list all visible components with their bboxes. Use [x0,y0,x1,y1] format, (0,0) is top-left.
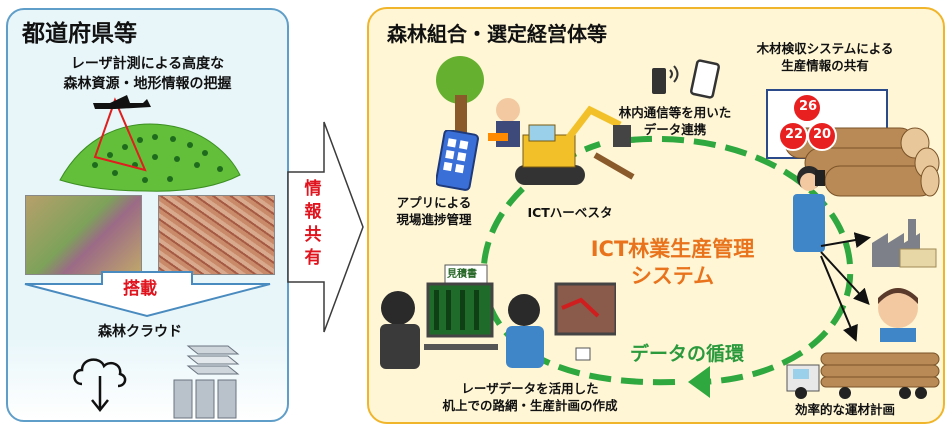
worker-with-smartphone-illustration [793,166,825,252]
timber-inspection-line2: 生産情報の共有 [781,58,869,73]
ict-harvester-label: ICTハーベスタ [527,205,613,220]
cloud-download-icon [73,358,127,413]
laser-planning-line2: 机上での路網・生産計画の作成 [442,398,618,413]
laser-scan-hill-illustration [59,95,241,192]
cooperative-title: 森林組合・選定経営体等 [387,22,607,46]
log-pile-illustration [766,89,940,197]
buyer-person-icon [878,288,918,342]
distribution-arrows [820,232,871,342]
info-share-char-1: 情 [304,179,322,199]
comm-label-line2: データ連携 [643,122,707,137]
wireless-devices-icon [652,59,720,99]
laser-planning-label: レーザデータを活用した 机上での路網・生産計画の作成 [415,380,645,414]
ict-system-line2: システム [630,264,715,288]
upload-arrow [24,271,271,318]
timber-inspection-label: 木材検収システムによる 生産情報の共有 [735,40,915,74]
forest-cloud-label: 森林クラウド [98,324,182,340]
transport-plan-label: 効率的な運材計画 [794,402,895,417]
terrain-relief-map [158,195,275,275]
log-truck-illustration [786,352,940,399]
estimate-label: 見積書 [447,269,477,280]
ict-system-line1: ICT林業生産管理 [590,237,755,261]
desk-planning-illustration [380,282,616,369]
progress-app-phone-icon [436,130,479,191]
laser-planning-line1: レーザデータを活用した [461,381,599,396]
info-share-arrow [287,121,364,333]
info-share-char-3: 共 [304,225,322,245]
forest-resource-map [25,195,142,275]
server-rack-icon [173,345,240,419]
log-number-1: 26 [798,99,818,114]
info-share-char-4: 有 [304,248,322,268]
prefecture-title: 都道府県等 [22,21,137,47]
laser-survey-desc-line2: 森林資源・地形情報の把握 [63,76,232,92]
upload-label: 搭載 [123,279,157,299]
log-number-2: 22 [784,127,804,142]
ict-production-system-label: ICT林業生産管理 システム [560,236,785,290]
info-share-label: 情 報 共 有 [301,178,325,270]
sawmill-factory-icon [872,219,937,268]
data-cycle-label: データの循環 [630,343,745,365]
comm-label-line1: 林内通信等を用いた [618,105,732,120]
laser-survey-desc-line1: レーザ計測による高度な [70,56,225,72]
log-number-3: 20 [812,127,832,142]
comm-label: 林内通信等を用いた データ連携 [600,104,750,138]
app-progress-line2: 現場進捗管理 [396,212,472,227]
app-progress-label: アプリによる 現場進捗管理 [384,194,484,228]
laser-survey-desc: レーザ計測による高度な 森林資源・地形情報の把握 [10,54,285,94]
timber-inspection-line1: 木材検収システムによる [756,41,894,56]
app-progress-line1: アプリによる [396,195,472,210]
info-share-char-2: 報 [304,202,322,222]
ict-harvester-illustration [515,105,635,185]
